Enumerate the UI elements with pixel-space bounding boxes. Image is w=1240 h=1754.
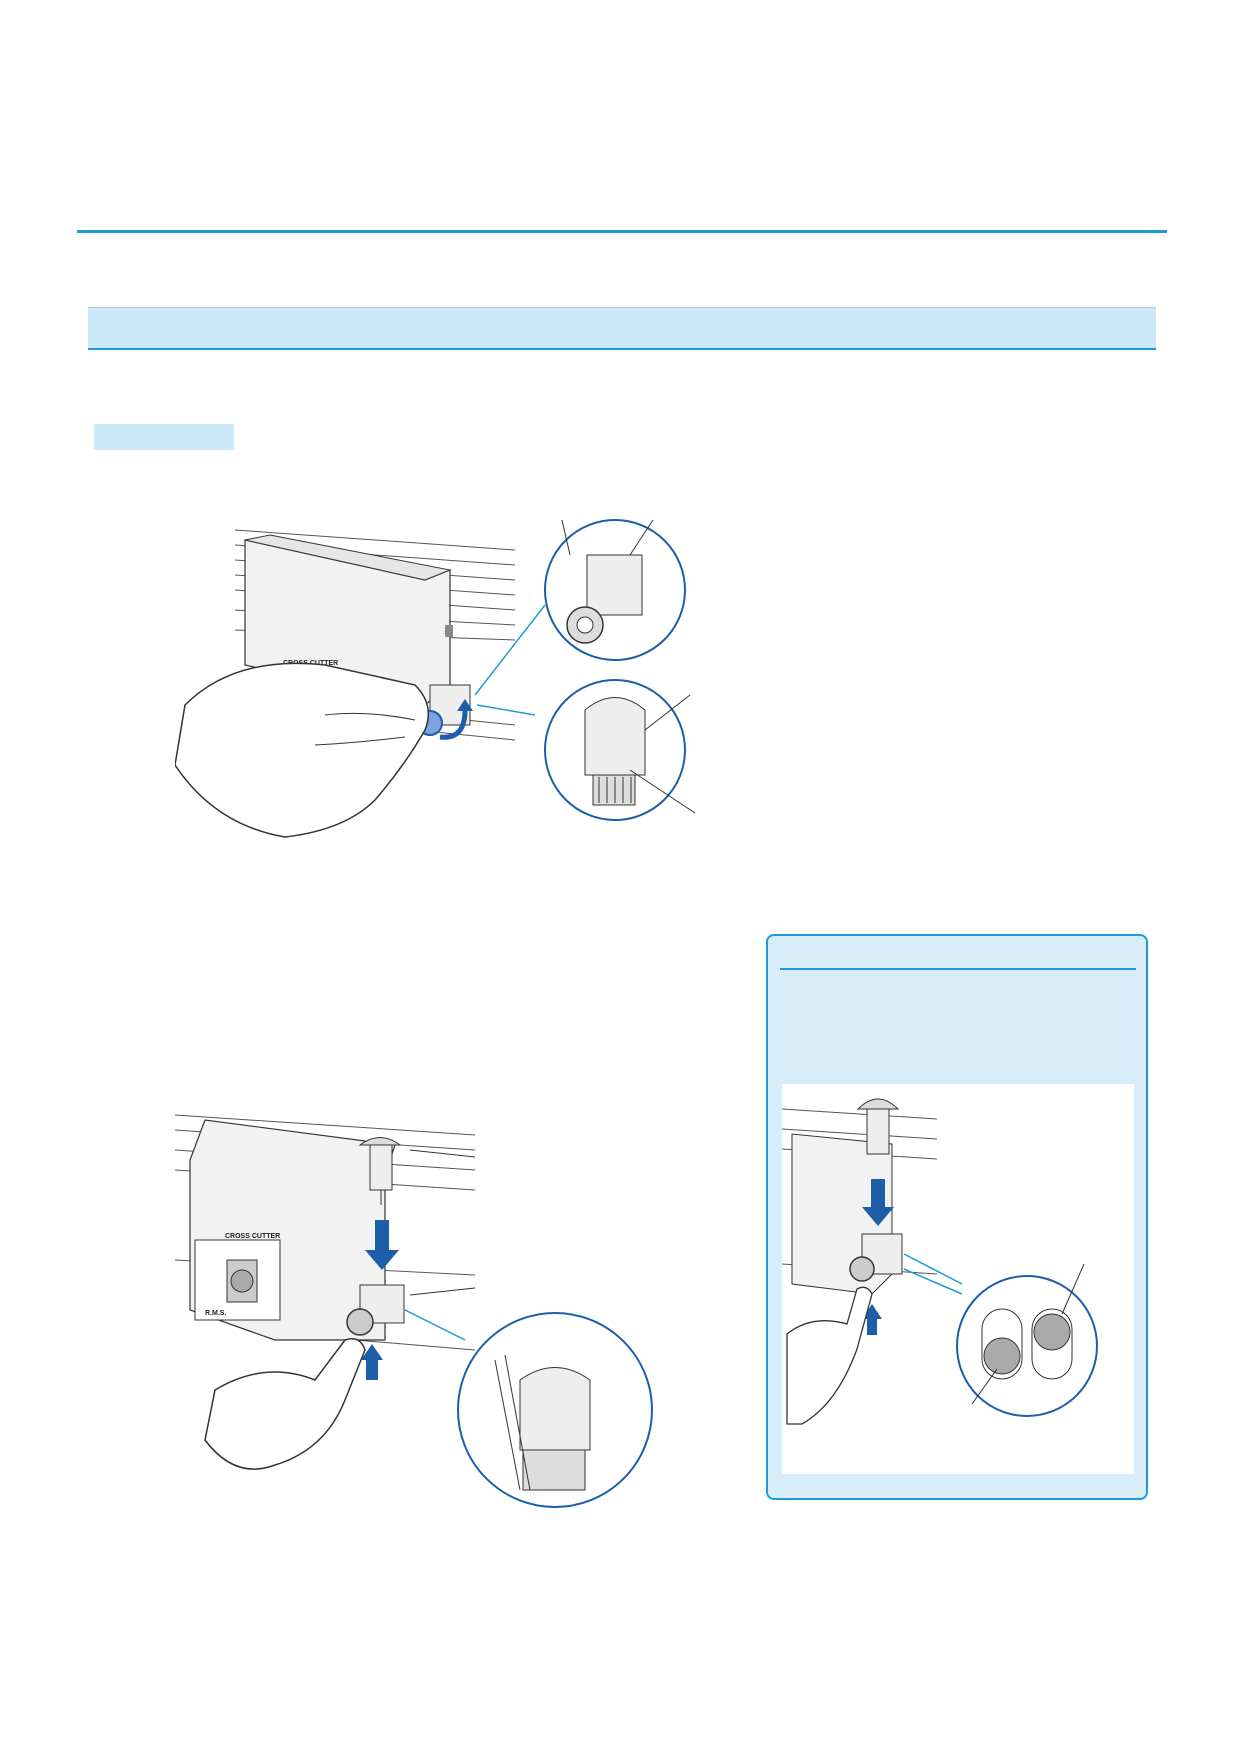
- header-rule: [77, 230, 1167, 233]
- hand-illustration-3: [786, 1286, 873, 1425]
- rotate-arrow-icon: [439, 709, 468, 740]
- down-arrow-icon-2: [862, 1207, 894, 1226]
- holder-knob-2: [346, 1308, 374, 1336]
- figure-pen-holder-open: CROSS CUTTER: [175, 519, 696, 838]
- down-arrow-icon: [365, 1250, 399, 1270]
- pen-2: [866, 1103, 890, 1155]
- figure-pen-position: [781, 1098, 1098, 1425]
- cross-cutter-label-2: CROSS CUTTER: [225, 1233, 280, 1240]
- up-arrow-icon: [361, 1344, 383, 1360]
- detail-circle-position: [956, 1275, 1098, 1417]
- figure-pen-insert: CROSS CUTTER R.M.S.: [175, 1114, 653, 1508]
- section-heading-band: [88, 307, 1156, 350]
- note-figure-panel: [781, 1084, 1134, 1474]
- up-arrow-icon-2: [862, 1304, 882, 1319]
- rms-label: R.M.S.: [205, 1310, 226, 1317]
- hand-illustration-2: [204, 1338, 366, 1470]
- step-tag: [94, 424, 234, 450]
- note-rule: [780, 968, 1136, 970]
- pen: [369, 1144, 393, 1191]
- hand-illustration: [175, 662, 430, 838]
